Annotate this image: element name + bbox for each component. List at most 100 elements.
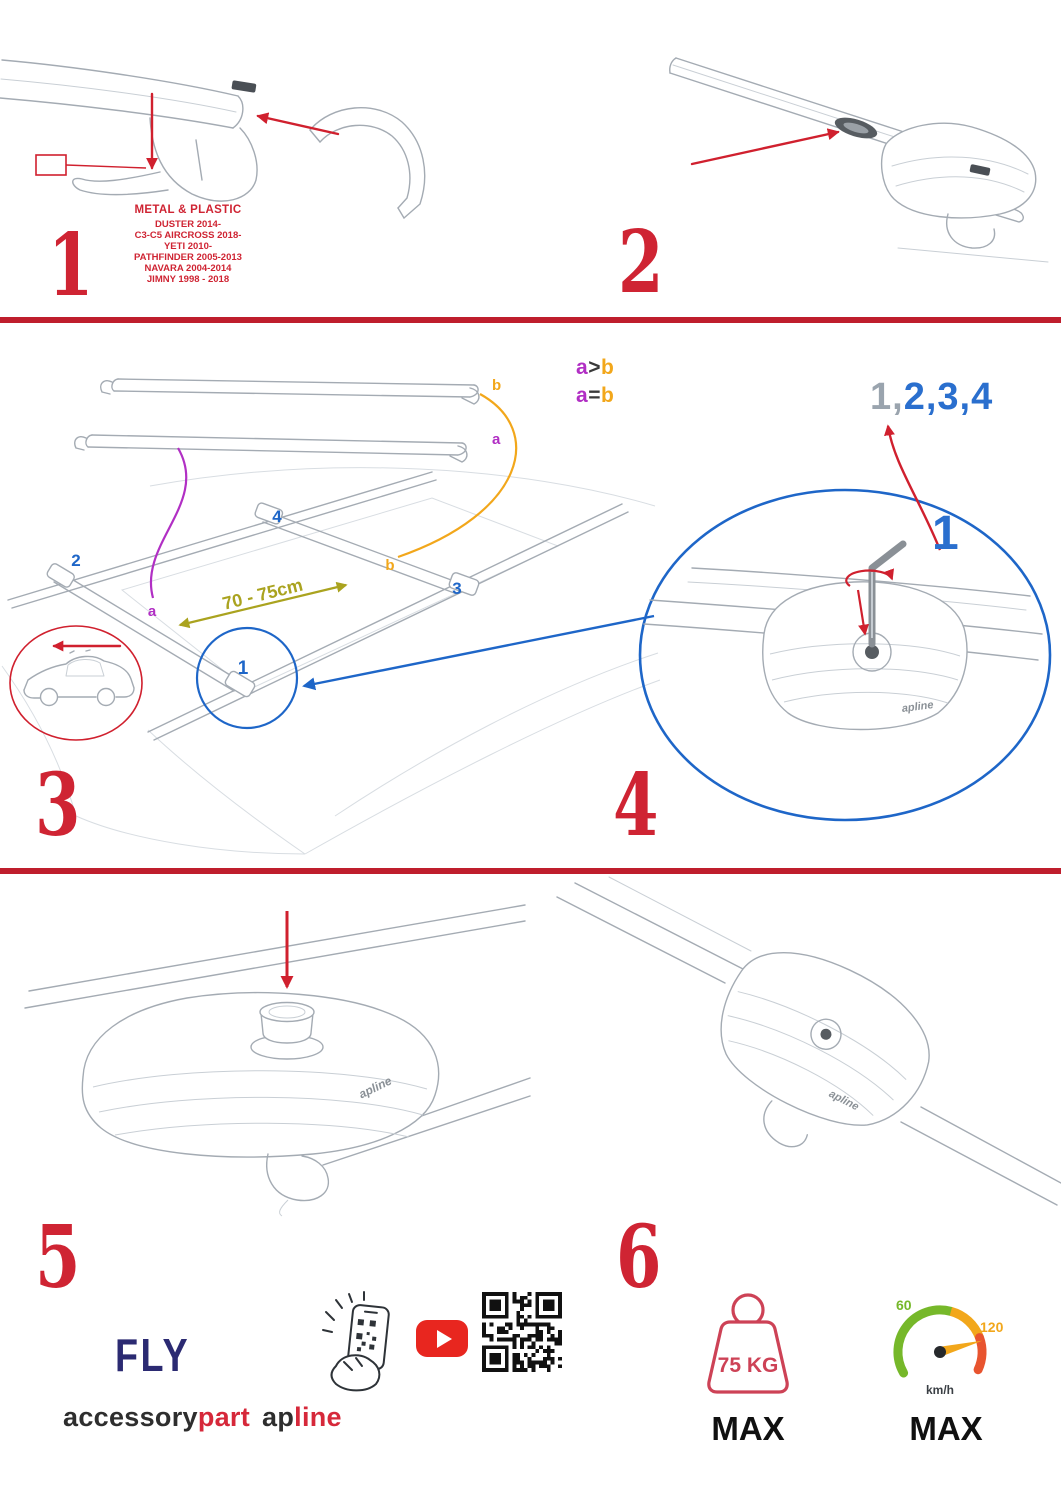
knob-top-inner: [268, 1005, 306, 1019]
sequence-first: 1,: [870, 376, 904, 418]
model-item: DUSTER 2014-: [155, 219, 221, 230]
material-label: METAL & PLASTIC: [134, 204, 242, 216]
loose-bar-b: [100, 378, 480, 405]
bar-label-2: 2: [71, 551, 80, 570]
sequence-arrow: [884, 424, 942, 551]
clamp-claw: [763, 1100, 809, 1148]
foot-drawing: apline: [762, 581, 968, 731]
step3-number: 3: [35, 755, 81, 856]
phone-scan-icon: [322, 1291, 390, 1392]
step2-illustration: [669, 57, 1049, 263]
section-divider-top: [0, 317, 1061, 323]
roof-rails: [7, 471, 629, 741]
knob-top: [259, 1001, 315, 1023]
sequence-rest: 2,3,4: [903, 376, 994, 418]
part-callout-leader: [65, 164, 147, 169]
speed-high-label: 120: [980, 1319, 1004, 1335]
rails: [556, 876, 1061, 1206]
car-direction-inset: [9, 625, 143, 741]
gauge-orange-arc: [949, 1307, 984, 1340]
logo-sticker: [969, 164, 991, 176]
youtube-icon: [416, 1320, 468, 1357]
label-a-roof: a: [148, 603, 157, 620]
gauge-pivot: [934, 1346, 946, 1358]
plastic-cover-drawing: [309, 107, 426, 219]
model-item: JIMNY 1998 - 2018: [146, 274, 230, 285]
logo-sticker: [231, 80, 257, 93]
sequence-step-callout: 1: [932, 507, 959, 560]
model-item: C3-C5 AIRCROSS 2018-: [134, 230, 242, 241]
zoom-link-arrow: [302, 614, 655, 691]
step4-number: 4: [613, 755, 659, 856]
gauge-green-arc: [893, 1305, 956, 1378]
legend-a-eq-b: a=b: [576, 384, 614, 408]
bar-label-1: 1: [238, 658, 249, 679]
model-item: NAVARA 2004-2014: [144, 263, 232, 274]
step2-number: 2: [618, 212, 664, 313]
step5-number: 5: [35, 1207, 81, 1308]
step6-illustration: apline: [556, 876, 1061, 1206]
brand-ap: ap: [262, 1402, 295, 1432]
mounted-foot-drawing: apline: [720, 951, 930, 1148]
phone-screen-qr: [356, 1318, 377, 1352]
speed-limit-icon: 60 120 km/h: [893, 1297, 1004, 1397]
speed-max-label: MAX: [909, 1410, 983, 1447]
legend-op: >: [588, 356, 601, 379]
small-car-drawing: [23, 649, 135, 707]
curve-a: [150, 447, 188, 599]
step5-illustration: apline: [24, 904, 531, 1217]
bar-and-foot-drawing: [669, 57, 1049, 263]
foot-drawing: apline: [81, 992, 440, 1217]
zoom-ellipse: [638, 488, 1052, 822]
tighten-down-arrow: [856, 589, 869, 636]
brand-line: line: [294, 1402, 342, 1432]
weight-max-label: MAX: [711, 1410, 785, 1447]
bar-end-slot-inner: [843, 122, 869, 134]
legend-b: b: [600, 384, 615, 407]
clamp-claw: [266, 1153, 330, 1202]
brand-part: part: [197, 1402, 251, 1432]
legend-a: a: [576, 356, 589, 379]
step6-number: 6: [616, 1207, 662, 1308]
speed-min-label: 60: [896, 1297, 912, 1313]
roof-bar-end-drawing: [0, 59, 258, 202]
step1-arrows: [35, 92, 340, 176]
zoom-circle: [195, 626, 299, 730]
bolt-boss: [810, 1018, 842, 1050]
loose-bar-a: [74, 434, 468, 463]
weight-body: [707, 1320, 789, 1394]
label-b-roof: b: [385, 557, 394, 574]
gauge-red-arc: [973, 1333, 987, 1375]
bar-label-4: 4: [272, 507, 282, 526]
brand-accessory: accessory: [63, 1402, 198, 1432]
gauge-needle: [938, 1340, 983, 1357]
insert-direction-arrow: [690, 128, 840, 166]
step1-number: 1: [48, 215, 94, 316]
step1-illustration: [0, 59, 426, 219]
play-triangle-icon: [436, 1329, 452, 1348]
tighten-sequence-label: 1,2,3,4: [870, 376, 993, 419]
weight-limit-icon: 75 KG: [707, 1293, 789, 1394]
bolt-hole: [820, 1028, 832, 1040]
vehicle-model-list: DUSTER 2014- C3-C5 AIRCROSS 2018- YETI 2…: [82, 219, 294, 285]
curve-b: [397, 393, 518, 559]
distance-label: 70 - 75cm: [220, 575, 304, 614]
weight-value: 75 KG: [718, 1354, 779, 1377]
brand-fly: FLY: [115, 1329, 191, 1381]
bolt-hole: [865, 645, 879, 659]
part-callout-box: [35, 154, 67, 176]
section-divider-bottom: [0, 868, 1061, 874]
step4-illustration: apline: [638, 424, 1052, 822]
mounted-crossbars: [46, 502, 480, 698]
step1-vehicle-info: METAL & PLASTIC DUSTER 2014- C3-C5 AIRCR…: [82, 204, 294, 285]
product-logo: apline: [901, 699, 934, 715]
step3-illustration: 70 - 75cm 2 4 3 1 b a b a: [1, 377, 661, 855]
label-b-bar: b: [492, 377, 501, 394]
bar-label-3: 3: [452, 579, 461, 598]
cover-direction-arrow: [256, 112, 340, 136]
label-a-bar: a: [492, 431, 501, 448]
legend-a: a: [576, 384, 589, 407]
speed-unit-label: km/h: [926, 1383, 954, 1397]
